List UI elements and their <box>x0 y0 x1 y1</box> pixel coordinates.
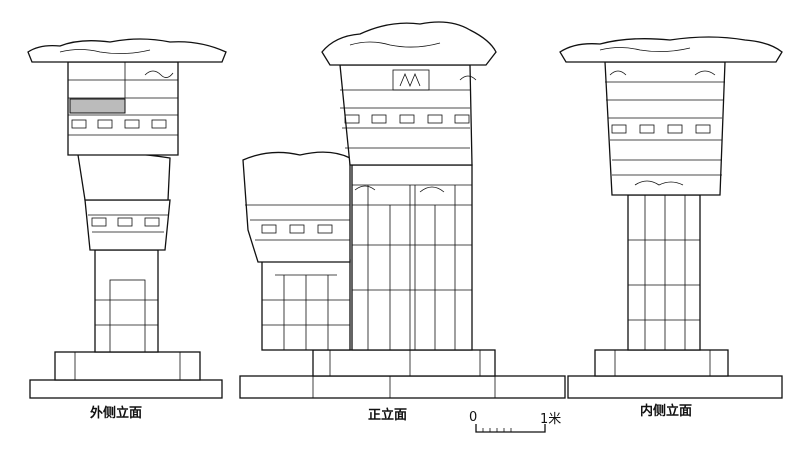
label-front-elevation: 正立面 <box>368 408 408 423</box>
outer-side-pillar <box>27 38 227 399</box>
label-inner-side-elevation: 内侧立面 <box>640 404 693 419</box>
label-outer-side-elevation: 外侧立面 <box>90 406 143 421</box>
scale-bar-start: 0 <box>469 410 478 425</box>
front-pillar <box>239 21 566 399</box>
scale-bar-end: 1米 <box>540 412 562 427</box>
inner-side-pillar <box>559 36 783 399</box>
scale-bar <box>475 424 546 433</box>
